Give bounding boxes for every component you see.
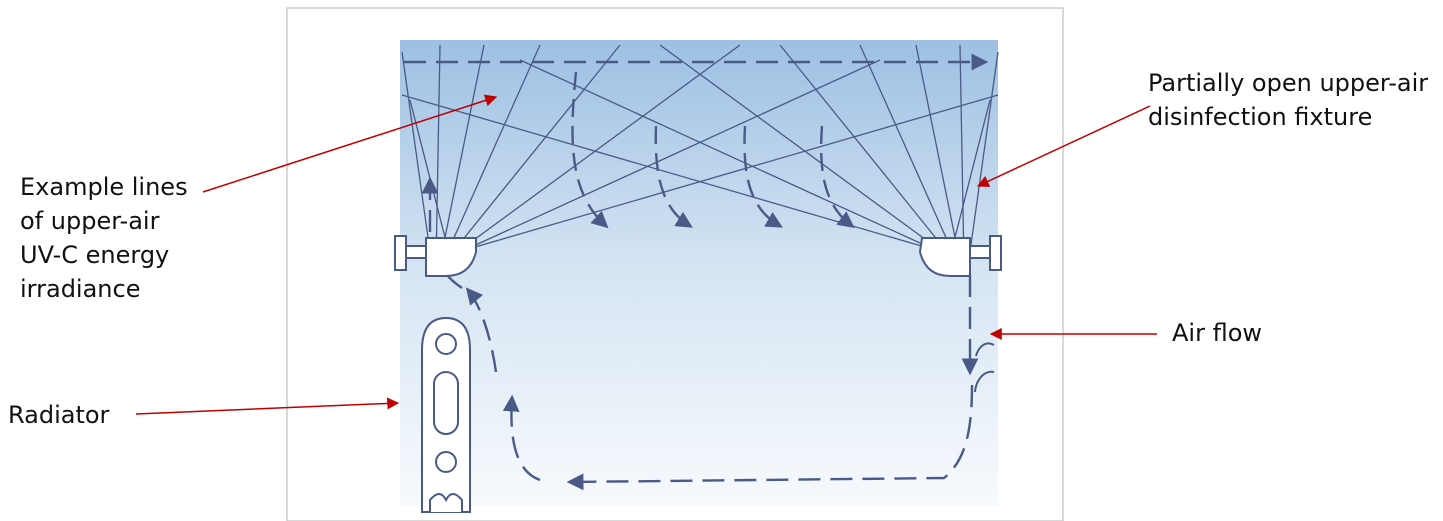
fixture-pointer	[976, 105, 1151, 187]
air-flow-eddies	[974, 342, 995, 393]
descending-airflows	[571, 71, 855, 229]
irradiance-label-line-2: of upper-air	[20, 207, 160, 235]
room-interior	[400, 40, 998, 506]
irradiance-label-line-3: UV-C energy	[20, 241, 170, 269]
irradiance-label-line-1: Example lines	[20, 173, 188, 201]
uv-irradiance-lines	[401, 44, 999, 267]
radiator	[421, 316, 471, 513]
radiator-label: Radiator	[8, 401, 110, 429]
right-uv-fixture	[918, 235, 1002, 277]
irradiance-pointer	[202, 94, 498, 193]
irradiance-label-line-4: irradiance	[20, 275, 141, 303]
irradiance-label: Example lines of upper-air UV-C energy i…	[20, 170, 188, 306]
left-uv-fixture	[394, 235, 477, 277]
fixture-label-line-1: Partially open upper-air	[1148, 69, 1429, 97]
annotation-arrows	[135, 94, 1157, 415]
air-flow-label: Air flow	[1172, 319, 1263, 347]
fixture-label: Partially open upper-air disinfection fi…	[1148, 66, 1428, 134]
radiator-pointer	[135, 397, 400, 415]
fixture-label-line-2: disinfection fixture	[1148, 103, 1373, 131]
